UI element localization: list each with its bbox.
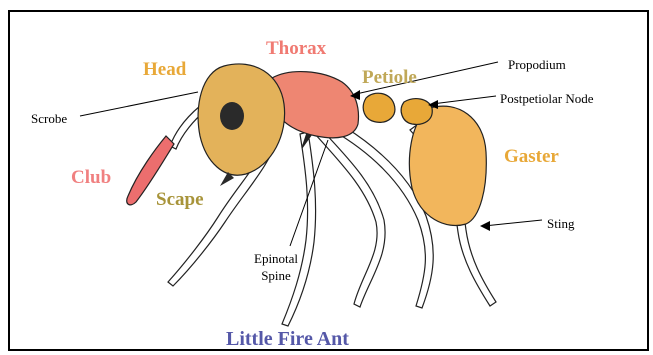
postpetiolar-pointer — [432, 96, 496, 104]
scrobe-pointer — [80, 92, 198, 116]
gaster-label: Gaster — [504, 147, 559, 166]
diagram-title: Little Fire Ant — [226, 329, 349, 349]
propodium-label: Propodium — [508, 58, 566, 71]
club-label: Club — [71, 168, 111, 187]
scrobe-label: Scrobe — [31, 112, 67, 125]
postpetiolar-node-shape — [401, 99, 432, 125]
diagram-frame: Head Thorax Petiole Club Scape Gaster Sc… — [8, 10, 649, 351]
thorax-label: Thorax — [266, 39, 326, 58]
postpetiolar-node-label: Postpetiolar Node — [500, 92, 594, 105]
epinotal-line-2: Spine — [261, 268, 291, 283]
sting-pointer — [484, 220, 542, 226]
sting-arrowhead — [480, 221, 490, 231]
scape-label: Scape — [156, 190, 204, 209]
petiole-node-shape — [363, 93, 395, 122]
middle-leg — [282, 132, 316, 326]
petiole-label: Petiole — [362, 68, 417, 87]
eye — [220, 102, 244, 130]
epinotal-line-1: Epinotal — [254, 251, 298, 266]
head-label: Head — [143, 60, 186, 79]
sting-label: Sting — [547, 217, 574, 230]
